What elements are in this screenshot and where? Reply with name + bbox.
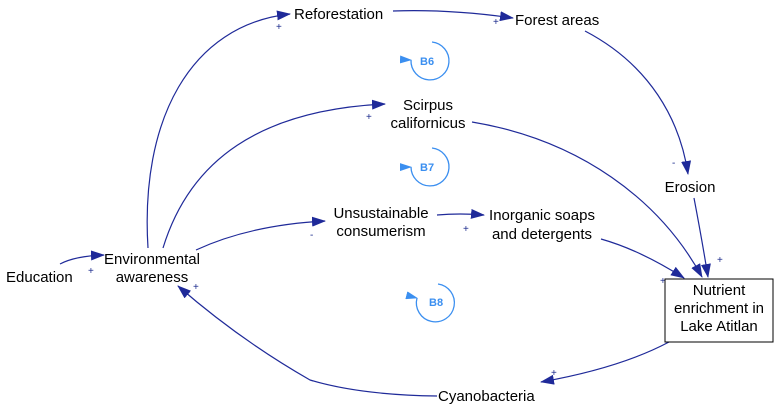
link-reforestation-to-forest-areas[interactable] bbox=[392, 10, 514, 22]
node-scirpus-line2: californicus bbox=[390, 115, 465, 132]
node-unsustainable-consumerism[interactable]: Unsustainable consumerism bbox=[333, 205, 428, 240]
polarity-inorganic-nutrient: + bbox=[660, 276, 666, 287]
node-education-label: Education bbox=[6, 269, 73, 286]
node-forest-areas-label: Forest areas bbox=[515, 12, 599, 29]
node-reforestation[interactable]: Reforestation bbox=[294, 6, 383, 23]
polarity-awareness-unsustainable: - bbox=[310, 230, 313, 241]
node-scirpus-line1: Scirpus bbox=[403, 97, 453, 114]
link-forest-areas-to-erosion[interactable] bbox=[584, 30, 692, 175]
loop-marker-b7: B7 bbox=[399, 147, 450, 187]
loop-b7-label: B7 bbox=[420, 162, 434, 174]
node-scirpus-californicus[interactable]: Scirpus californicus bbox=[390, 97, 465, 132]
link-education-to-awareness[interactable] bbox=[59, 250, 105, 265]
link-scirpus-to-nutrient[interactable] bbox=[471, 121, 703, 278]
polarity-nutrient-cyanobacteria: + bbox=[551, 368, 557, 379]
loop-b6-label: B6 bbox=[420, 56, 434, 68]
link-awareness-to-unsustainable[interactable] bbox=[195, 216, 326, 251]
node-nutrient-line1: Nutrient bbox=[693, 282, 746, 299]
node-environmental-awareness-line1: Environmental bbox=[104, 251, 200, 268]
node-nutrient-line3: Lake Atitlan bbox=[680, 318, 758, 335]
link-inorganic-to-nutrient[interactable] bbox=[600, 238, 685, 279]
link-cyanobacteria-to-awareness[interactable] bbox=[177, 285, 438, 397]
polarity-education-awareness: + bbox=[88, 266, 94, 277]
node-unsustainable-line1: Unsustainable bbox=[333, 205, 428, 222]
loop-b8-label: B8 bbox=[429, 297, 443, 309]
polarity-awareness-reforestation: + bbox=[276, 22, 282, 33]
link-awareness-to-reforestation[interactable] bbox=[146, 10, 291, 249]
node-inorganic-line1: Inorganic soaps bbox=[489, 207, 595, 224]
loop-b8-arc-icon bbox=[405, 283, 456, 323]
polarity-cyanobacteria-awareness: + bbox=[193, 282, 199, 293]
node-erosion[interactable]: Erosion bbox=[665, 179, 716, 196]
link-erosion-to-nutrient[interactable] bbox=[693, 197, 711, 278]
polarity-unsustainable-inorganic: + bbox=[463, 224, 469, 235]
polarity-erosion-nutrient: + bbox=[717, 255, 723, 266]
node-nutrient-line2: enrichment in bbox=[674, 300, 764, 317]
node-nutrient-enrichment[interactable]: Nutrient enrichment in Lake Atitlan bbox=[664, 278, 774, 343]
node-environmental-awareness-line2: awareness bbox=[116, 269, 189, 286]
polarity-forest-erosion: - bbox=[672, 158, 675, 169]
node-forest-areas[interactable]: Forest areas bbox=[515, 12, 599, 29]
loop-b6-arc-icon bbox=[399, 41, 450, 81]
node-inorganic-line2: and detergents bbox=[492, 226, 592, 243]
loop-marker-b6: B6 bbox=[399, 41, 450, 81]
node-inorganic-soaps[interactable]: Inorganic soaps and detergents bbox=[489, 207, 595, 243]
loop-b7-arc-icon bbox=[399, 147, 450, 187]
node-cyanobacteria-label: Cyanobacteria bbox=[438, 388, 535, 405]
node-erosion-label: Erosion bbox=[665, 179, 716, 196]
link-unsustainable-to-inorganic[interactable] bbox=[436, 208, 485, 219]
node-unsustainable-line2: consumerism bbox=[336, 223, 425, 240]
node-nutrient-box bbox=[664, 278, 774, 343]
node-environmental-awareness[interactable]: Environmental awareness bbox=[104, 251, 200, 286]
link-awareness-to-scirpus[interactable] bbox=[162, 99, 386, 249]
loop-marker-b8: B8 bbox=[405, 283, 456, 323]
link-nutrient-to-cyanobacteria[interactable] bbox=[540, 341, 670, 385]
polarity-awareness-scirpus: + bbox=[366, 112, 372, 123]
node-reforestation-label: Reforestation bbox=[294, 6, 383, 23]
polarity-reforestation-forest: + bbox=[493, 17, 499, 28]
node-education[interactable]: Education bbox=[6, 269, 73, 286]
node-cyanobacteria[interactable]: Cyanobacteria bbox=[438, 388, 535, 405]
